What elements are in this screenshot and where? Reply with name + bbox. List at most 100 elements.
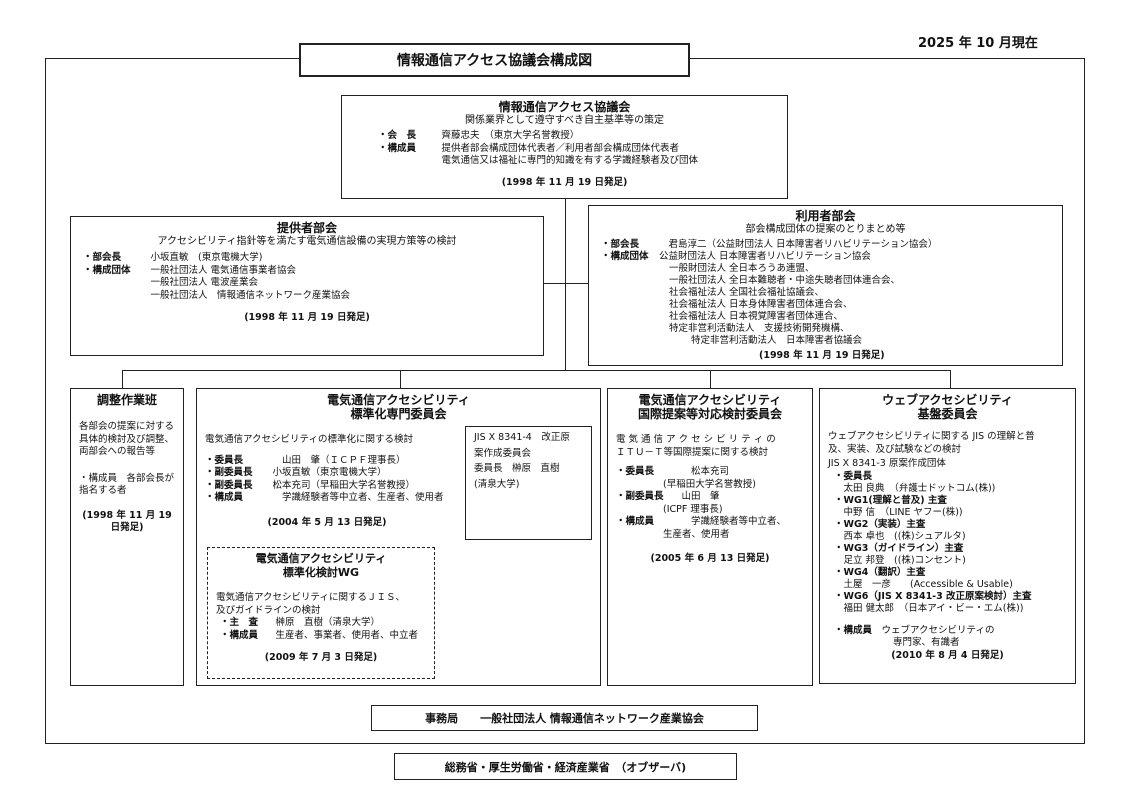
std-subtitle: 電気通信アクセシビリティの標準化に関する検討 bbox=[205, 434, 413, 445]
wg-title-2: 標準化検討WG bbox=[282, 566, 360, 579]
coord-desc: 各部会の提案に対する具体的検討及び調整、両部会への報告等 bbox=[79, 421, 175, 457]
intl-desc-0: 電 気 通 信 ア ク セ シ ビ リ テ ィ の bbox=[616, 434, 776, 445]
connector-intl bbox=[710, 370, 711, 388]
std-row-1: 小坂直敏（東京電機大学） bbox=[263, 467, 387, 478]
date-label: 2025 年 10 月現在 bbox=[918, 36, 1038, 51]
user-org-5: 社会福祉法人 日本視覚障害者団体連合、 bbox=[669, 311, 844, 322]
council-chair-key: ・会 長 bbox=[378, 130, 417, 141]
web-title-2: 基盤委員会 bbox=[917, 407, 978, 421]
wg-desc-1: 及びガイドラインの検討 bbox=[216, 604, 321, 616]
connector-main-vertical bbox=[565, 199, 566, 370]
intl-title-1: 電気通信アクセシビリティ bbox=[638, 393, 782, 407]
web-box: ウェブアクセシビリティ 基盤委員会 ウェブアクセシビリティに関する JIS の理… bbox=[819, 388, 1076, 684]
coord-box: 調整作業班 各部会の提案に対する具体的検討及び調整、両部会への報告等 ・構成員 … bbox=[70, 388, 184, 686]
provider-box: 提供者部会 アクセシビリティ指針等を満たす電気通信設備の実現方策等の検討 ・部会… bbox=[70, 216, 544, 356]
web-members: ・委員長 太田 良典 （弁護士ドットコム(株))・WG1(理解と普及) 主査 中… bbox=[834, 471, 1067, 615]
provider-orgs-key: ・構成団体 bbox=[83, 264, 131, 276]
council-members-0: 提供者部会構成団体代表者／利用者部会構成団体代表者 bbox=[432, 142, 680, 154]
std-row-0-key: ・委員長 bbox=[205, 454, 244, 466]
provider-head: 小坂直敏 (東京電機大学) bbox=[141, 252, 263, 263]
connector-std bbox=[400, 370, 401, 388]
intl-row-1: (早稲田大学名誉教授) bbox=[606, 478, 756, 490]
user-org-2: 一般社団法人 全日本難聴者・中途失聴者団体連合会、 bbox=[669, 275, 901, 286]
user-org-0: 公益財団法人 日本障害者リハビリテーション協会 bbox=[659, 251, 871, 262]
council-title: 情報通信アクセス協議会 bbox=[498, 100, 631, 114]
web-desc-0: ウェブアクセシビリティに関する JIS の理解と普 bbox=[828, 431, 1035, 442]
council-members-key: ・構成員 bbox=[378, 142, 417, 154]
intl-row-2-key: ・副委員長 bbox=[616, 491, 664, 502]
web-member-line: ・WG2（実装）主査 bbox=[834, 518, 926, 530]
std-title-1: 電気通信アクセシビリティ bbox=[327, 393, 470, 407]
secretariat-box: 事務局 一般社団法人 情報通信ネットワーク産業協会 bbox=[371, 705, 758, 731]
observer-text: 総務省・厚生労働省・経済産業省 （オブザーバ) bbox=[444, 760, 687, 774]
provider-org-2: 一般社団法人 情報通信ネットワーク産業協会 bbox=[141, 289, 351, 301]
web-member-line: 福田 健太郎 （日本アイ・ビー・エム(株)) bbox=[834, 602, 1024, 614]
std-title-2: 標準化専門委員会 bbox=[350, 407, 447, 421]
web-member-1: 専門家、有識者 bbox=[874, 637, 960, 648]
web-member-line: ・WG3（ガイドライン）主査 bbox=[834, 542, 964, 554]
user-org-7: 特定非営利活動法人 日本障害者協議会 bbox=[691, 335, 863, 346]
user-head: 君島淳二（公益財団法人 日本障害者リハビリテーション協会） bbox=[659, 239, 938, 250]
user-org-4: 社会福祉法人 日本身体障害者団体連合会、 bbox=[669, 299, 853, 310]
std-row-2-key: ・副委員長 bbox=[205, 479, 253, 491]
secretariat-text: 事務局 一般社団法人 情報通信ネットワーク産業協会 bbox=[425, 712, 704, 725]
jis-line-2: 委員長 榊原 直樹 bbox=[474, 463, 560, 474]
coord-member: ・構成員 各部会長が指名する者 bbox=[79, 472, 175, 497]
jis-line-3: (清泉大学) bbox=[474, 478, 520, 490]
intl-row-4: 学識経験者等中立者、 bbox=[672, 516, 787, 527]
provider-org-0: 一般社団法人 電気通信事業者協会 bbox=[141, 264, 297, 276]
web-member-line: 土屋 一彦 (Accessible & Usable) bbox=[834, 578, 1013, 590]
web-established: (2010 年 8 月 4 日発足) bbox=[891, 649, 1004, 661]
std-row-3-key: ・構成員 bbox=[205, 492, 244, 503]
user-org-1: 一般財団法人 全日本ろうあ連盟、 bbox=[669, 263, 815, 274]
user-subtitle: 部会構成団体の提案のとりまとめ等 bbox=[745, 224, 906, 235]
intl-title-2: 国際提案等対応検討委員会 bbox=[637, 407, 782, 421]
web-sub: JIS X 8341-3 原案作成団体 bbox=[828, 458, 946, 469]
web-desc-1: 及、実装、及び試験などの検討 bbox=[828, 443, 962, 455]
wg-row-1: 生産者、事業者、使用者、中立者 bbox=[266, 629, 419, 641]
jis-line-1: 案作成委員会 bbox=[474, 447, 532, 459]
web-title-1: ウェブアクセシビリティ bbox=[882, 393, 1013, 407]
intl-row-3: (ICPF 理事長) bbox=[606, 503, 723, 515]
page-title: 情報通信アクセス協議会構成図 bbox=[396, 53, 593, 69]
std-established: (2004 年 5 月 13 日発足) bbox=[267, 517, 387, 528]
jis-box: JIS X 8341-4 改正原 案作成委員会 委員長 榊原 直樹 (清泉大学) bbox=[465, 426, 592, 540]
intl-box: 電気通信アクセシビリティ 国際提案等対応検討委員会 電 気 通 信 ア ク セ … bbox=[607, 388, 813, 686]
web-member-line: ・委員長 bbox=[834, 470, 873, 482]
coord-title: 調整作業班 bbox=[96, 393, 157, 407]
user-head-key: ・部会長 bbox=[601, 239, 640, 250]
council-subtitle: 関係業界として遵守すべき自主基準等の策定 bbox=[465, 115, 664, 126]
user-org-3: 社会福祉法人 全国社会福祉協議会、 bbox=[669, 287, 825, 298]
wg-row-1-key: ・構成員 bbox=[220, 629, 259, 641]
web-member-line: ・WG1(理解と普及) 主査 bbox=[834, 494, 947, 506]
intl-row-5: 生産者、使用者 bbox=[606, 528, 730, 540]
user-established: (1998 年 11 月 19 日発足) bbox=[759, 350, 885, 361]
std-box: 電気通信アクセシビリティ 標準化専門委員会 電気通信アクセシビリティの標準化に関… bbox=[196, 388, 601, 686]
provider-title: 提供者部会 bbox=[276, 221, 337, 235]
council-members-1: 電気通信又は福祉に専門的知識を有する学識経験者及び団体 bbox=[432, 155, 699, 166]
std-row-3: 学識経験者等中立者、生産者、使用者 bbox=[263, 492, 444, 503]
user-org-6: 特定非営利活動法人 支援技術開発機構、 bbox=[669, 323, 850, 334]
provider-org-1: 一般社団法人 電波産業会 bbox=[141, 277, 259, 288]
council-chair: 齊藤忠夫 （東京大学名誉教授） bbox=[432, 130, 580, 141]
intl-desc-1: ＩＴＵ－Ｔ等国際提案に関する検討 bbox=[616, 446, 769, 458]
observer-box: 総務省・厚生労働省・経済産業省 （オブザーバ) bbox=[394, 753, 737, 780]
web-member-0: ウェブアクセシビリティの bbox=[872, 624, 995, 636]
provider-established: (1998 年 11 月 19 日発足) bbox=[244, 312, 370, 323]
council-box: 情報通信アクセス協議会 関係業界として遵守すべき自主基準等の策定 ・会 長 齊藤… bbox=[341, 95, 788, 199]
std-row-2: 松本充司（早稲田大学名誉教授） bbox=[263, 479, 416, 491]
web-member-line: ・WG6（JIS X 8341-3 改正原案検討）主査 bbox=[834, 590, 1032, 602]
web-member-line: 中野 信 （LINE ヤフー(株)) bbox=[834, 506, 963, 518]
wg-box: 電気通信アクセシビリティ 標準化検討WG 電気通信アクセシビリティに関するＪＩＳ… bbox=[207, 547, 435, 679]
connector-provider bbox=[544, 283, 565, 284]
wg-desc-0: 電気通信アクセシビリティに関するＪＩＳ、 bbox=[216, 592, 405, 603]
wg-established: (2009 年 7 月 3 日発足) bbox=[264, 652, 378, 663]
intl-established: (2005 年 6 月 13 日発足) bbox=[650, 553, 770, 564]
intl-row-0: 松本充司 bbox=[672, 466, 730, 477]
page-title-box: 情報通信アクセス協議会構成図 bbox=[299, 43, 690, 77]
wg-title-1: 電気通信アクセシビリティ bbox=[255, 552, 387, 565]
web-member-line: ・WG4（翻訳）主査 bbox=[834, 566, 926, 578]
intl-row-4-key: ・構成員 bbox=[616, 516, 655, 527]
provider-subtitle: アクセシビリティ指針等を満たす電気通信設備の実現方策等の検討 bbox=[157, 236, 457, 247]
intl-row-2: 山田 肇 bbox=[672, 491, 720, 502]
